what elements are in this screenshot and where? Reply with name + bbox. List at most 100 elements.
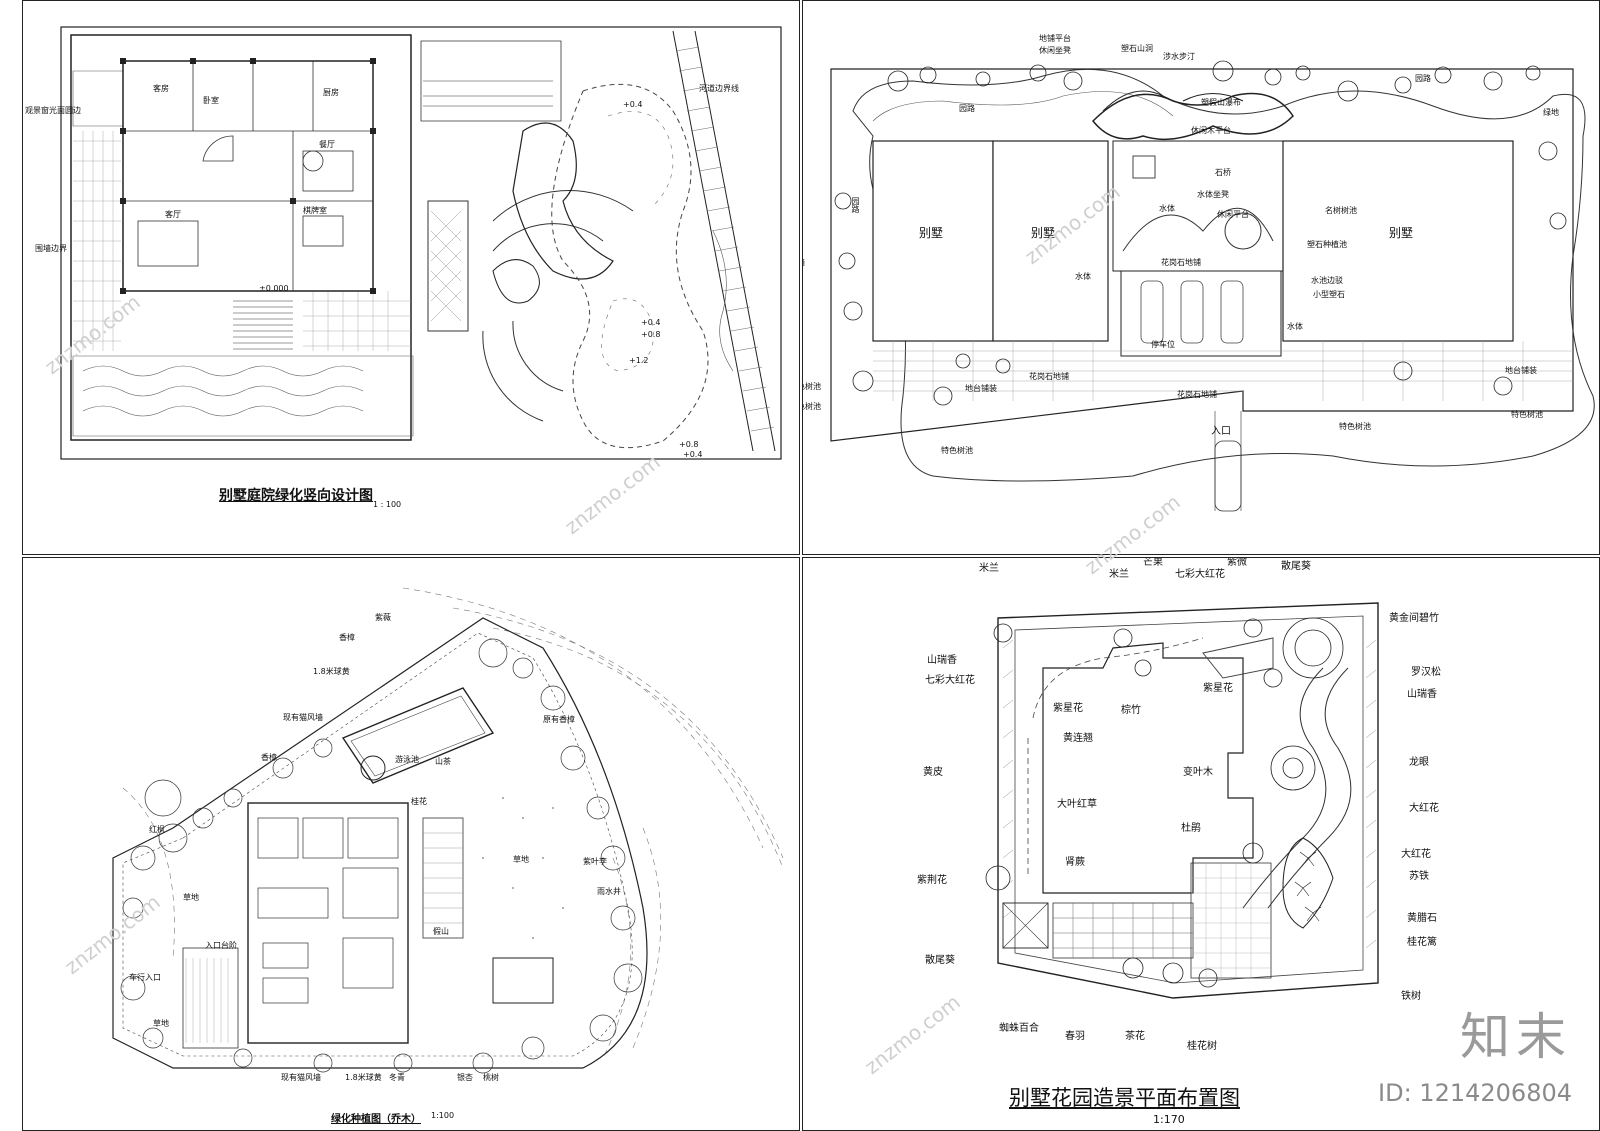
panel-4-title: 别墅花园造景平面布置图 xyxy=(1009,1086,1240,1110)
note-label: 桃树 xyxy=(483,1073,499,1082)
plant-label: 蜘蛛百合 xyxy=(999,1023,1039,1034)
tree-label: 冬青 xyxy=(389,1073,405,1082)
panel-garden-layout-plan: 米兰 米兰 芒果 紫微 散尾葵 散尾葵 七彩大红花 七彩大红花 山瑞香 山瑞香 … xyxy=(802,557,1600,1131)
panel-garden-vertical-design: 观景窗光面圆边 围墙边界 河道边界线 +0.4 +0.4 +0.8 +1.2 +… xyxy=(22,0,800,555)
label: 停车位 xyxy=(1151,340,1175,349)
elevation-label: +0.4 xyxy=(683,450,703,459)
tree-label: 桂花 xyxy=(411,797,427,806)
plant-label: 七彩大红花 xyxy=(1175,569,1225,580)
label: 名树树池 xyxy=(1325,206,1357,215)
elevation-label: +0.8 xyxy=(641,330,661,339)
pool-label: 游泳池 xyxy=(395,755,419,764)
label: 花岗石地铺 xyxy=(1029,372,1069,381)
floor-level-label: ±0.000 xyxy=(259,284,289,293)
plant-label: 黄连翘 xyxy=(1063,733,1093,744)
label: 园路 xyxy=(1415,74,1431,83)
label: 绿地 xyxy=(1543,108,1559,117)
plant-label: 棕竹 xyxy=(1121,705,1141,716)
tree-label: 红枫 xyxy=(149,825,165,834)
label: 围墙 xyxy=(803,259,805,267)
panel-1-scale: 1 : 100 xyxy=(373,500,402,509)
label: 休闲平台 xyxy=(1217,210,1249,219)
elevation-label: +1.2 xyxy=(629,356,649,365)
label-left-mid: 围墙边界 xyxy=(35,244,67,253)
label: 塑石山洞 xyxy=(1121,44,1153,53)
plant-label: 铁树 xyxy=(1401,991,1421,1002)
label: 特色树池 xyxy=(941,446,973,455)
plant-label: 茶花 xyxy=(1125,1031,1145,1042)
label: 小型塑石 xyxy=(1313,290,1345,299)
note-label: 假山 xyxy=(433,927,449,936)
plant-label: 黄腊石 xyxy=(1407,913,1437,924)
label: 水体 xyxy=(1287,322,1303,331)
plant-label: 苏铁 xyxy=(1409,871,1429,882)
plant-label: 大红花 xyxy=(1401,849,1431,860)
villa-label: 别墅 xyxy=(1031,226,1056,240)
plant-label: 春羽 xyxy=(1065,1031,1085,1042)
entry-label: 入口台阶 xyxy=(205,941,237,950)
label: 园路 xyxy=(959,104,975,113)
plant-label: 芒果 xyxy=(1143,557,1163,568)
room-label: 客房 xyxy=(153,84,169,93)
plant-label: 米兰 xyxy=(979,563,999,574)
label: 花岗石地铺 xyxy=(1177,390,1217,399)
plant-label: 散尾葵 xyxy=(925,955,955,966)
note-label: 雨水井 xyxy=(597,887,621,896)
tree-label: 香樟 xyxy=(261,753,277,762)
room-label: 卧室 xyxy=(203,96,219,105)
plant-label: 山瑞香 xyxy=(927,655,957,666)
label: 地台铺装 xyxy=(965,384,997,393)
note-label: 紫叶李 xyxy=(583,857,607,866)
label: 花岗石地铺 xyxy=(1161,258,1201,267)
lawn-label: 草地 xyxy=(153,1019,169,1028)
note-label: 山茶 xyxy=(435,757,451,766)
label: 地台铺装 xyxy=(1505,366,1537,375)
car-entry-label: 车行入口 xyxy=(129,973,161,982)
label: 水体坐凳 xyxy=(1197,190,1229,199)
elevation-label: +0.8 xyxy=(679,440,699,449)
plant-label: 大红花 xyxy=(1409,803,1439,814)
label: 塑石种植池 xyxy=(1307,240,1347,249)
shrub-label: 现有猫风墙 xyxy=(283,713,323,722)
vertical-design-drawing xyxy=(60,26,782,460)
plant-label: 变叶木 xyxy=(1183,767,1213,778)
panel-4-scale: 1:170 xyxy=(1153,1113,1185,1126)
label: 休闲坐凳 xyxy=(1039,46,1071,55)
label: 特色树池 xyxy=(803,382,821,391)
site-plan-drawing xyxy=(830,60,1595,512)
elevation-label: +0.4 xyxy=(623,100,643,109)
tree-label: 银杏 xyxy=(457,1073,473,1082)
plant-label: 紫星花 xyxy=(1203,683,1233,694)
elevation-label: +0.4 xyxy=(641,318,661,327)
panel-3-scale: 1:100 xyxy=(431,1111,455,1120)
label: 特色树池 xyxy=(1511,410,1543,419)
room-label: 餐厅 xyxy=(319,140,335,149)
plant-label: 龙眼 xyxy=(1409,757,1429,768)
label: 涉水步汀 xyxy=(1163,52,1195,61)
image-id: ID: 1214206804 xyxy=(1378,1079,1572,1107)
label: 水体 xyxy=(1075,272,1091,281)
plant-label: 大叶红草 xyxy=(1057,799,1097,810)
plant-label: 山瑞香 xyxy=(1407,689,1437,700)
plant-label: 紫荆花 xyxy=(917,875,947,886)
plant-label: 桂花篱 xyxy=(1407,937,1437,948)
panel-villa-site-plan: 地铺平台 休闲坐凳 塑石山洞 涉水步汀 塑假山瀑布 休闲木平台 园路 园路 园路… xyxy=(802,0,1600,555)
label: 水池边驳 xyxy=(1311,276,1343,285)
plant-label: 紫微 xyxy=(1227,557,1247,568)
label-left-top: 观景窗光面圆边 xyxy=(25,106,81,115)
room-label: 棋牌室 xyxy=(303,206,327,215)
label: 地铺平台 xyxy=(1039,34,1071,43)
label: 园路 xyxy=(851,197,860,213)
label-river-boundary: 河道边界线 xyxy=(699,84,739,93)
label: 特色树池 xyxy=(803,402,821,411)
shrub-label: 1.8米球黄 xyxy=(345,1073,382,1082)
panel-3-title: 绿化种植图（乔木） xyxy=(331,1114,421,1125)
lawn-label: 草地 xyxy=(513,855,529,864)
lawn-label: 草地 xyxy=(183,893,199,902)
plant-label: 紫星花 xyxy=(1053,703,1083,714)
plant-label: 散尾葵 xyxy=(1281,561,1311,572)
garden-layout-drawing xyxy=(985,602,1379,999)
brand-logo: 知末 xyxy=(1460,1008,1572,1066)
tree-label: 紫薇 xyxy=(375,613,391,622)
label: 塑假山瀑布 xyxy=(1201,98,1241,107)
